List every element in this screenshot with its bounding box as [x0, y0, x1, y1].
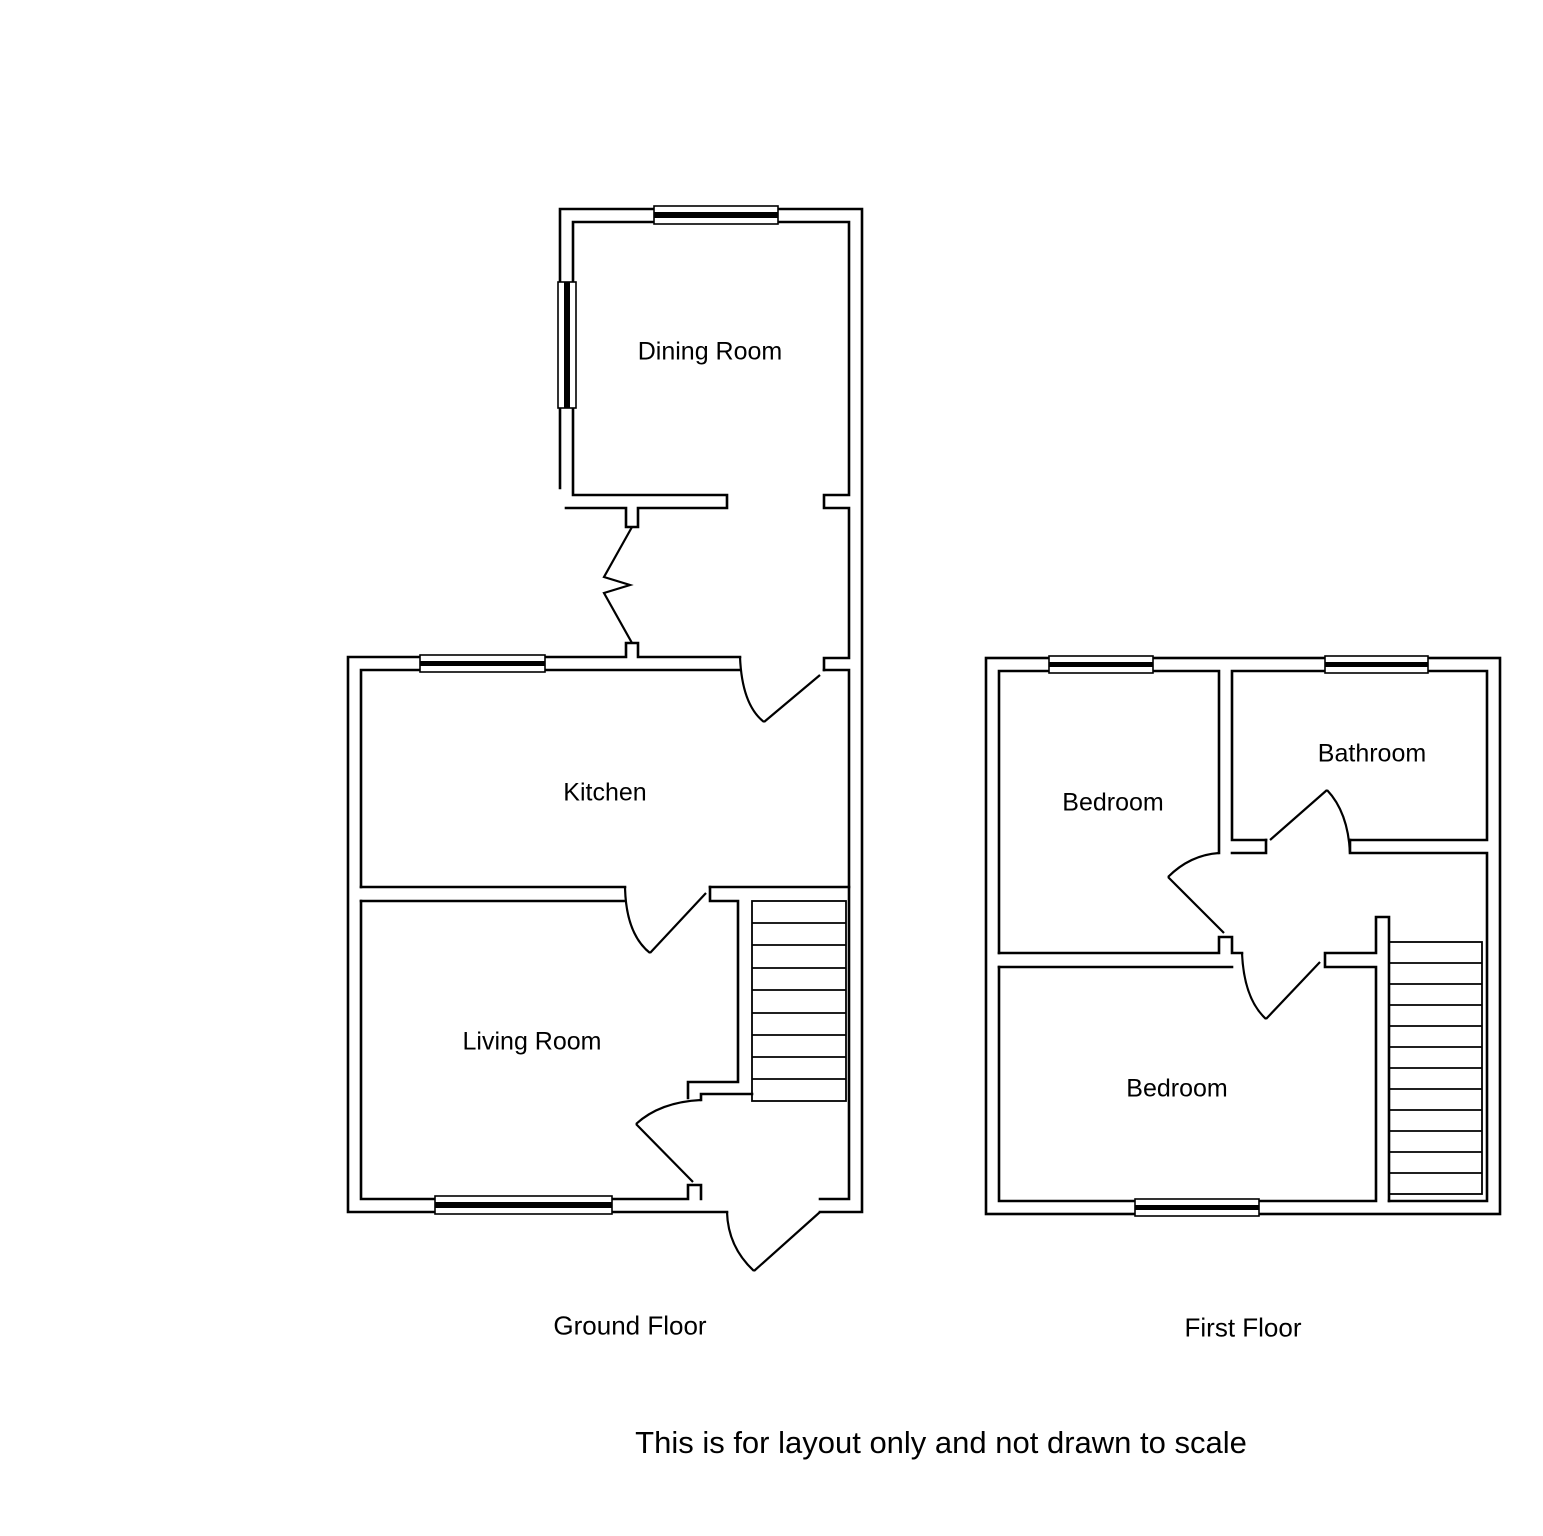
hall-right-wall — [818, 885, 851, 1201]
bedroom-2-wall — [997, 915, 1391, 1203]
dining-room-top-window — [653, 205, 779, 225]
bedroom-1-door — [1167, 851, 1225, 934]
front-door — [725, 1211, 821, 1272]
living-room-inner-wall — [359, 899, 754, 1201]
kitchen-living-partition — [359, 885, 627, 903]
first-floor-label: First Floor — [1184, 1312, 1302, 1343]
bedroom-2-label: Bedroom — [1126, 1074, 1228, 1103]
kitchen-window — [419, 654, 546, 673]
ground-floor-staircase — [751, 900, 847, 1102]
ground-floor-outer-wall — [346, 641, 742, 1214]
scale-disclaimer: This is for layout only and not drawn to… — [635, 1425, 1247, 1460]
bathroom-door — [1269, 789, 1352, 854]
ground-floor-plan — [346, 205, 864, 1272]
kitchen-inner-wall — [359, 668, 742, 889]
dining-room-inner-wall — [571, 220, 851, 672]
kitchen-living-door — [623, 886, 707, 954]
bifold-door — [602, 526, 634, 644]
bedroom-1-bottom-wall — [997, 935, 1244, 955]
bedroom-1-label: Bedroom — [1062, 788, 1164, 817]
kitchen-right-wall — [708, 668, 851, 889]
ground-floor-label: Ground Floor — [553, 1310, 707, 1341]
living-room-window — [434, 1195, 613, 1215]
dining-room-label: Dining Room — [637, 337, 783, 366]
kitchen-rear-door — [738, 656, 821, 723]
landing-wall — [1230, 838, 1489, 1203]
living-room-label: Living Room — [462, 1027, 602, 1056]
kitchen-label: Kitchen — [563, 778, 647, 807]
first-floor-staircase — [1388, 941, 1483, 1195]
bedroom-2-door — [1240, 952, 1321, 1020]
dining-room-inner-wall-lower — [564, 406, 729, 529]
first-floor-plan — [984, 655, 1502, 1217]
bathroom-label: Bathroom — [1317, 739, 1427, 768]
dining-room-side-window — [557, 281, 577, 409]
bathroom-window — [1324, 655, 1429, 674]
hall-partition — [686, 885, 740, 1100]
living-room-door — [635, 1098, 702, 1183]
bedroom-1-window — [1048, 655, 1154, 674]
bedroom-2-window — [1134, 1198, 1260, 1217]
